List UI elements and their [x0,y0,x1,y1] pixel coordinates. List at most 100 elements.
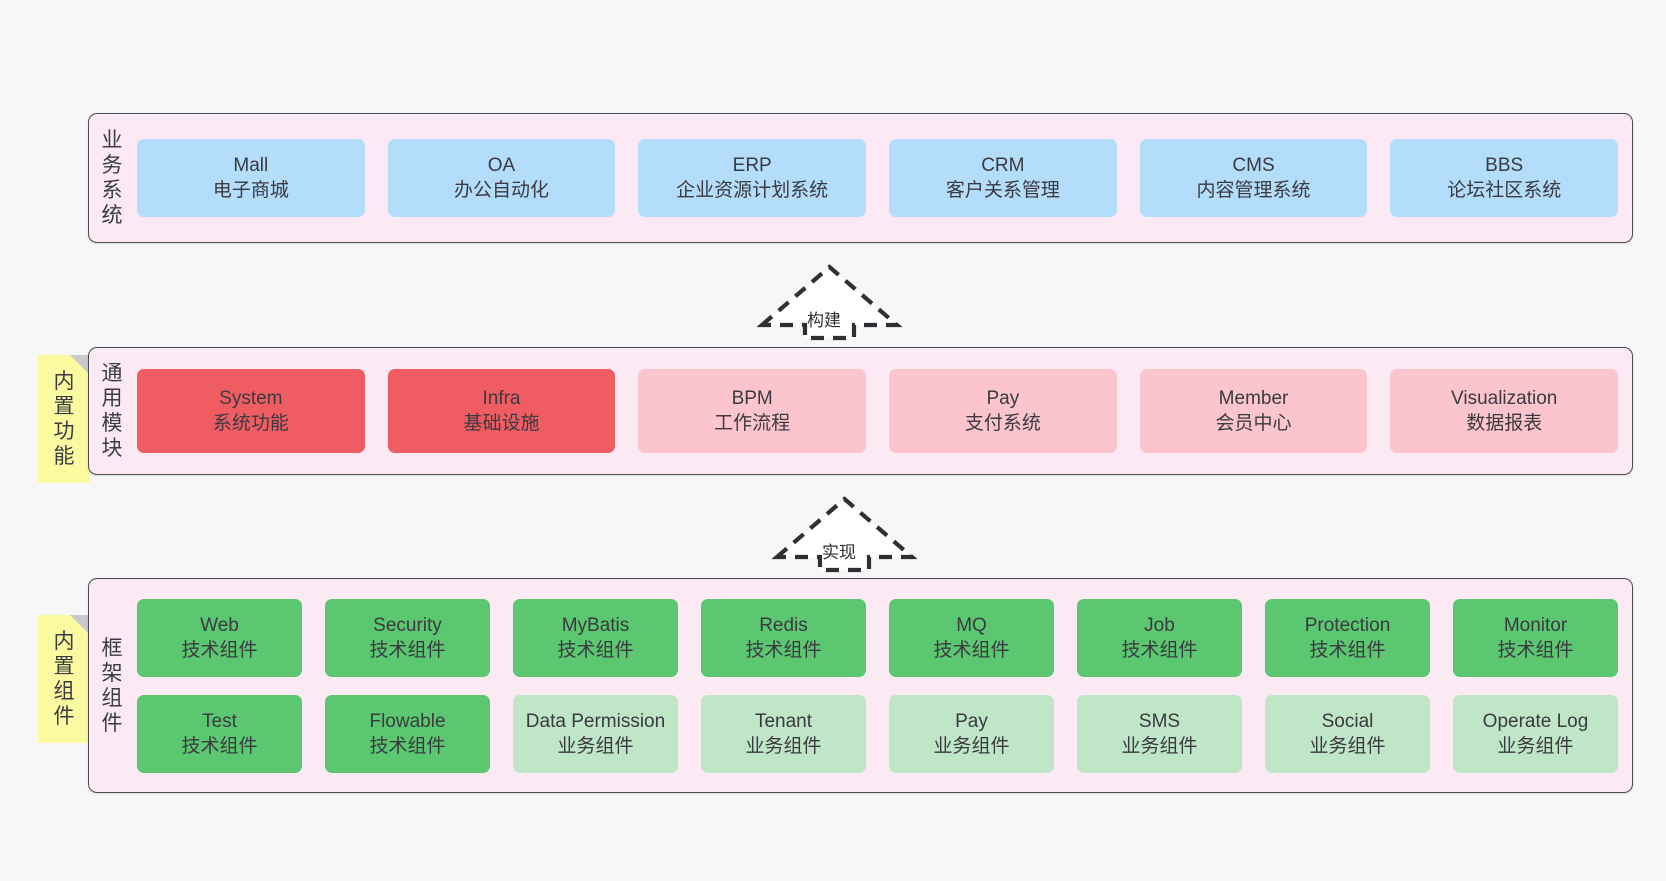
card-member[interactable]: Member 会员中心 [1139,369,1368,453]
card-subtitle: 技术组件 [1121,639,1198,661]
card-social[interactable]: Social 业务组件 [1265,694,1430,773]
card-title: MQ [956,614,987,636]
card-subtitle: 业务组件 [1121,735,1198,757]
card-mall[interactable]: Mall 电子商城 [137,139,365,217]
card-title: Pay [986,388,1020,409]
layer-body-framework-component: Web 技术组件 Security 技术组件 MyBatis 技术组件 Redi… [135,579,1632,792]
note-label: 内置功能 [53,370,75,468]
arrow-implement-icon [771,496,918,573]
card-flowable[interactable]: Flowable 技术组件 [325,694,490,773]
card-erp[interactable]: ERP 企业资源计划系统 [638,139,867,217]
card-crm[interactable]: CRM 客户关系管理 [889,139,1117,217]
card-subtitle: 技术组件 [1497,639,1574,661]
arrow-build-label: 构建 [807,311,841,330]
card-title: Data Permission [525,710,666,732]
card-title: Test [202,710,237,732]
card-cms[interactable]: CMS 内容管理系统 [1139,139,1368,217]
card-subtitle: 技术组件 [369,735,446,757]
card-title: Visualization [1451,388,1558,409]
card-title: Pay [955,710,988,732]
card-subtitle: 技术组件 [745,639,822,661]
card-title: Web [200,614,239,636]
card-infra[interactable]: Infra 基础设施 [387,369,616,453]
arrow-implement: 实现 [771,494,918,574]
arrow-build: 构建 [756,262,903,342]
card-subtitle: 技术组件 [181,639,258,661]
card-title: Member [1218,388,1289,409]
card-subtitle: 技术组件 [1309,639,1386,661]
card-monitor[interactable]: Monitor 技术组件 [1453,598,1618,677]
card-subtitle: 电子商城 [212,180,289,201]
card-subtitle: 数据报表 [1466,413,1543,434]
card-pay-component[interactable]: Pay 业务组件 [889,694,1054,773]
card-pay[interactable]: Pay 支付系统 [889,369,1117,453]
card-subtitle: 基础设施 [463,413,540,434]
card-bpm[interactable]: BPM 工作流程 [638,369,867,453]
layer-body-common-module: System 系统功能 Infra 基础设施 BPM 工作流程 Pay 支付系统… [135,348,1632,474]
card-security[interactable]: Security 技术组件 [325,598,490,677]
card-system[interactable]: System 系统功能 [137,369,365,453]
note-builtin-component: 内置组件 [38,615,90,743]
card-row: Mall 电子商城 OA 办公自动化 ERP 企业资源计划系统 CRM 客户关系… [137,139,1619,217]
card-subtitle: 内容管理系统 [1196,180,1311,201]
card-title: BBS [1485,155,1524,176]
arrow-build-icon [756,264,903,341]
card-subtitle: 业务组件 [933,735,1010,757]
card-title: Job [1144,614,1175,636]
card-subtitle: 技术组件 [933,639,1010,661]
layer-framework-component: 框架组件 Web 技术组件 Security 技术组件 MyBatis 技术组件… [88,578,1633,793]
note-builtin-function: 内置功能 [38,355,90,483]
card-title: Tenant [754,710,813,732]
card-title: Redis [759,614,808,636]
layer-label-business-system: 业务系统 [101,129,123,227]
card-title: Mall [233,155,269,176]
card-title: Monitor [1503,614,1568,636]
card-title: ERP [732,155,772,176]
card-title: SMS [1138,710,1181,732]
card-subtitle: 业务组件 [1497,735,1574,757]
card-title: Protection [1304,614,1391,636]
card-subtitle: 系统功能 [212,413,289,434]
arrow-implement-label: 实现 [822,543,856,562]
card-tenant[interactable]: Tenant 业务组件 [701,694,866,773]
card-oa[interactable]: OA 办公自动化 [387,139,616,217]
card-subtitle: 会员中心 [1215,413,1292,434]
card-title: MyBatis [561,614,630,636]
card-mybatis[interactable]: MyBatis 技术组件 [513,598,678,677]
card-mq[interactable]: MQ 技术组件 [889,598,1054,677]
layer-label-common-module: 通用模块 [101,362,123,460]
card-subtitle: 技术组件 [181,735,258,757]
card-subtitle: 业务组件 [745,735,822,757]
layer-business-system: 业务系统 Mall 电子商城 OA 办公自动化 ERP 企业资源计划系统 CRM… [88,113,1633,243]
card-title: OA [487,155,516,176]
card-protection[interactable]: Protection 技术组件 [1265,598,1430,677]
card-subtitle: 业务组件 [557,735,634,757]
card-title: Security [373,614,442,636]
card-subtitle: 办公自动化 [454,180,550,201]
card-title: System [219,388,283,409]
card-sms[interactable]: SMS 业务组件 [1077,694,1242,773]
card-title: CMS [1232,155,1275,176]
layer-common-module: 通用模块 System 系统功能 Infra 基础设施 BPM 工作流程 Pay… [88,347,1633,475]
card-title: Infra [482,388,521,409]
card-bbs[interactable]: BBS 论坛社区系统 [1390,139,1619,217]
card-row: System 系统功能 Infra 基础设施 BPM 工作流程 Pay 支付系统… [137,369,1619,453]
card-title: Social [1321,710,1374,732]
card-subtitle: 技术组件 [557,639,634,661]
card-operate-log[interactable]: Operate Log 业务组件 [1453,694,1618,773]
card-title: CRM [981,155,1025,176]
card-redis[interactable]: Redis 技术组件 [701,598,866,677]
card-test[interactable]: Test 技术组件 [137,694,302,773]
card-data-permission[interactable]: Data Permission 业务组件 [513,694,678,773]
card-title: Flowable [369,710,446,732]
note-fold-corner-icon [70,615,90,635]
card-subtitle: 支付系统 [964,413,1041,434]
card-visualization[interactable]: Visualization 数据报表 [1390,369,1619,453]
card-row: Web 技术组件 Security 技术组件 MyBatis 技术组件 Redi… [137,598,1618,677]
card-subtitle: 业务组件 [1309,735,1386,757]
card-web[interactable]: Web 技术组件 [137,598,302,677]
note-fold-corner-icon [70,355,90,375]
card-job[interactable]: Job 技术组件 [1077,598,1242,677]
card-row: Test 技术组件 Flowable 技术组件 Data Permission … [137,694,1618,773]
